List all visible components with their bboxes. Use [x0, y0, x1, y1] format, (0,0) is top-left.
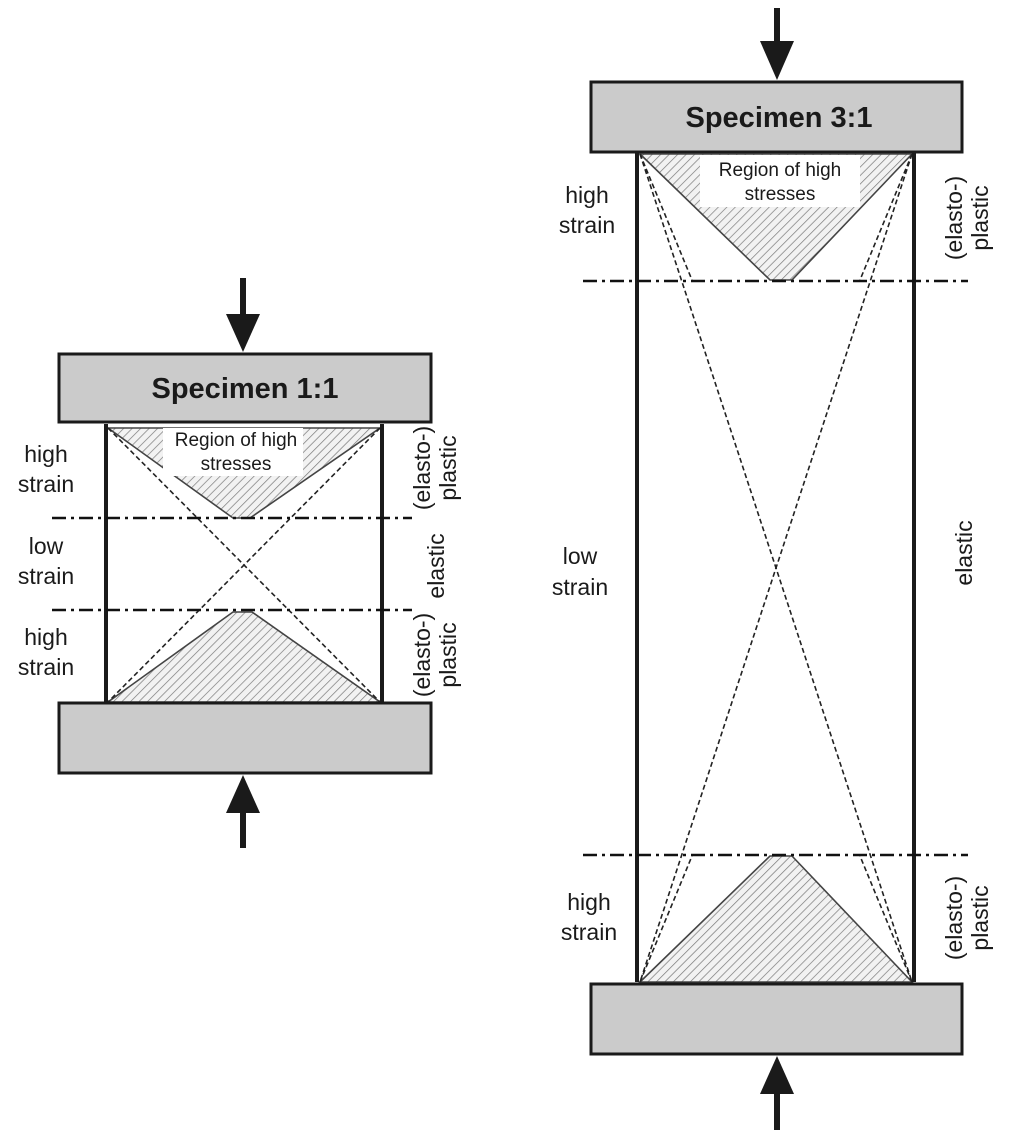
label-high-strain-top-right-2: strain	[559, 212, 615, 238]
label-elasto-top-left-1: (elasto-)	[409, 426, 435, 510]
label-plastic-top-right-2: plastic	[967, 185, 993, 250]
label-high-strain-bottom-right-1: high	[567, 889, 610, 915]
label-elasto-bottom-right-1: (elasto-)	[941, 876, 967, 960]
bottom-plate-left	[57, 701, 433, 775]
label-low-strain-right-1: low	[563, 543, 598, 569]
label-plastic-bottom-left-2: plastic	[435, 622, 461, 687]
label-plastic-top-left-2: plastic	[435, 435, 461, 500]
label-elasto-top-right-1: (elasto-)	[941, 176, 967, 260]
label-elastic-left: elastic	[423, 533, 449, 598]
region-label-bg-right	[700, 155, 860, 207]
label-high-strain-bottom-left-2: strain	[18, 654, 74, 680]
top-plate-left	[57, 352, 433, 424]
diagonal-right-4	[859, 153, 913, 281]
diagonal-left-2	[107, 427, 381, 703]
diagonal-right-3	[639, 153, 693, 281]
specimen-title-left: Specimen 1:1	[152, 373, 339, 405]
diagonal-right-5	[639, 855, 693, 983]
diagonal-right-2	[639, 153, 913, 983]
label-high-strain-bottom-right-2: strain	[561, 919, 617, 945]
label-high-strain-top-right-1: high	[565, 182, 608, 208]
label-high-strain-top-left-1: high	[24, 441, 67, 467]
specimen-title-right: Specimen 3:1	[686, 102, 873, 134]
bottom-plate-right	[589, 982, 964, 1056]
bottom-load-arrow-right	[760, 1056, 794, 1130]
label-low-strain-left-1: low	[29, 533, 64, 559]
region-label-right-line2: stresses	[745, 184, 816, 205]
label-low-strain-right-2: strain	[552, 574, 608, 600]
diagonal-right-6	[859, 855, 913, 983]
bottom-load-arrow-left	[226, 775, 260, 848]
high-stress-region-bottom-right	[638, 855, 914, 983]
label-elastic-right: elastic	[951, 520, 977, 585]
specimen-1-1: Specimen 1:1 Region of high stresses hig…	[18, 278, 461, 848]
label-plastic-bottom-right-2: plastic	[967, 885, 993, 950]
label-high-strain-bottom-left-1: high	[24, 624, 67, 650]
high-stress-region-bottom-left	[105, 611, 383, 703]
label-low-strain-left-2: strain	[18, 563, 74, 589]
region-label-left-line2: stresses	[201, 454, 272, 475]
label-elasto-bottom-left-1: (elasto-)	[409, 613, 435, 697]
region-label-right-line1: Region of high	[719, 160, 842, 181]
region-label-left-line1: Region of high	[175, 430, 298, 451]
specimen-3-1: Specimen 3:1 Region of high stresses hig…	[552, 8, 993, 1130]
top-plate-right	[589, 80, 964, 154]
region-label-bg-left	[163, 428, 303, 476]
top-load-arrow-left	[226, 278, 260, 352]
label-high-strain-top-left-2: strain	[18, 471, 74, 497]
top-load-arrow-right	[760, 8, 794, 80]
